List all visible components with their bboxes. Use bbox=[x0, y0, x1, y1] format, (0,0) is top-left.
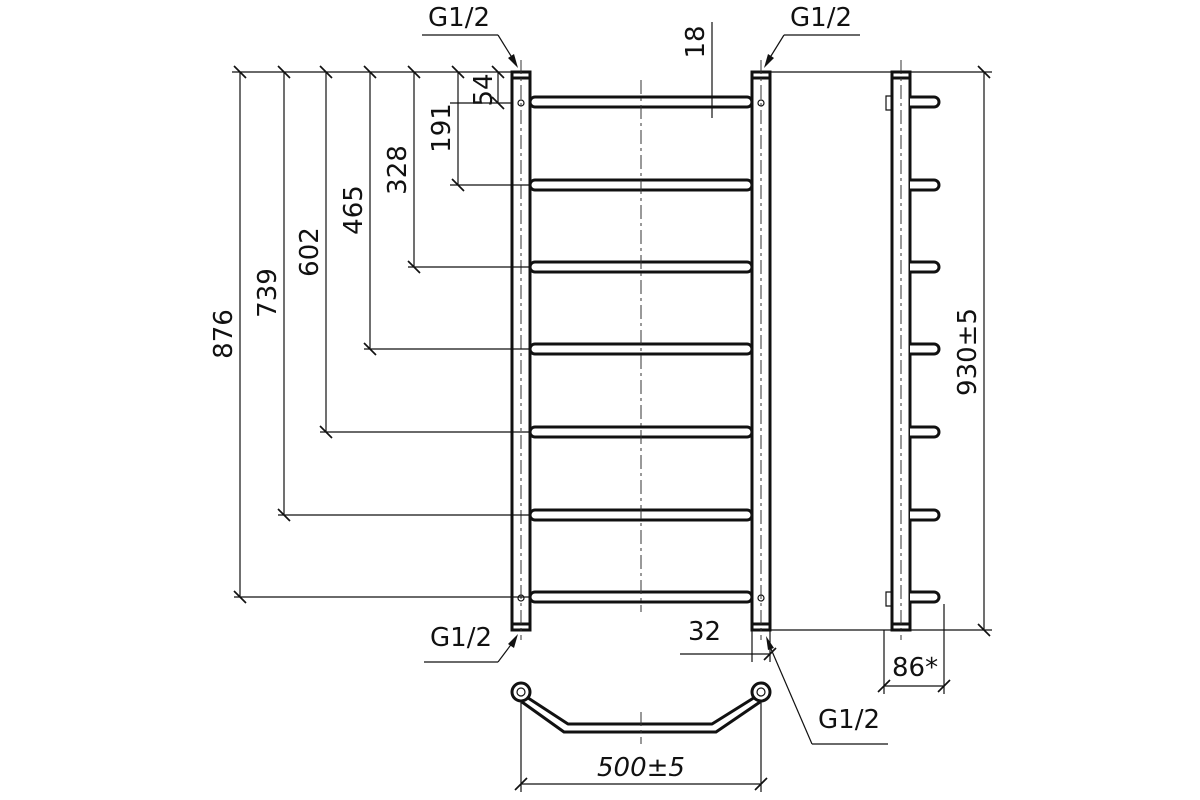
dim-32: 32 bbox=[688, 617, 721, 647]
hook bbox=[910, 590, 941, 604]
dim-18: 18 bbox=[681, 25, 711, 58]
hook bbox=[910, 260, 941, 274]
rung-offset-dimension: 18 bbox=[681, 22, 724, 118]
dim-center-distance: 500±5 bbox=[597, 753, 685, 783]
dim-739: 739 bbox=[253, 268, 283, 318]
connection-bottom-left: G1/2 bbox=[430, 623, 492, 653]
hook bbox=[910, 178, 941, 192]
hook bbox=[910, 508, 941, 522]
dim-328: 328 bbox=[383, 145, 413, 195]
plan-view: 500±5 bbox=[510, 681, 772, 792]
dim-602: 602 bbox=[295, 227, 325, 277]
dim-191: 191 bbox=[427, 103, 457, 153]
hook bbox=[910, 342, 941, 356]
dim-465: 465 bbox=[339, 185, 369, 235]
pipe-gap-dimension: 32 bbox=[680, 617, 777, 662]
side-view: 930±5 86* bbox=[770, 60, 992, 694]
dim-54: 54 bbox=[469, 73, 499, 106]
height-dimensions: 54 191 328 465 602 739 876 bbox=[209, 65, 530, 604]
plan-left-connector-icon bbox=[510, 681, 532, 703]
connection-top-left: G1/2 bbox=[428, 3, 490, 33]
dim-876: 876 bbox=[209, 309, 239, 359]
plan-bent-rung bbox=[521, 692, 761, 726]
dim-depth: 86* bbox=[892, 653, 938, 683]
connection-bottom-right: G1/2 bbox=[818, 705, 880, 735]
connection-top-right: G1/2 bbox=[790, 3, 852, 33]
hook bbox=[910, 95, 941, 109]
dim-total-height: 930±5 bbox=[953, 308, 983, 396]
hook bbox=[910, 425, 941, 439]
plan-right-connector-icon bbox=[750, 681, 772, 703]
connection-labels: G1/2 G1/2 G1/2 G1/2 bbox=[422, 3, 888, 745]
side-hooks bbox=[910, 95, 941, 604]
front-view bbox=[510, 60, 772, 640]
